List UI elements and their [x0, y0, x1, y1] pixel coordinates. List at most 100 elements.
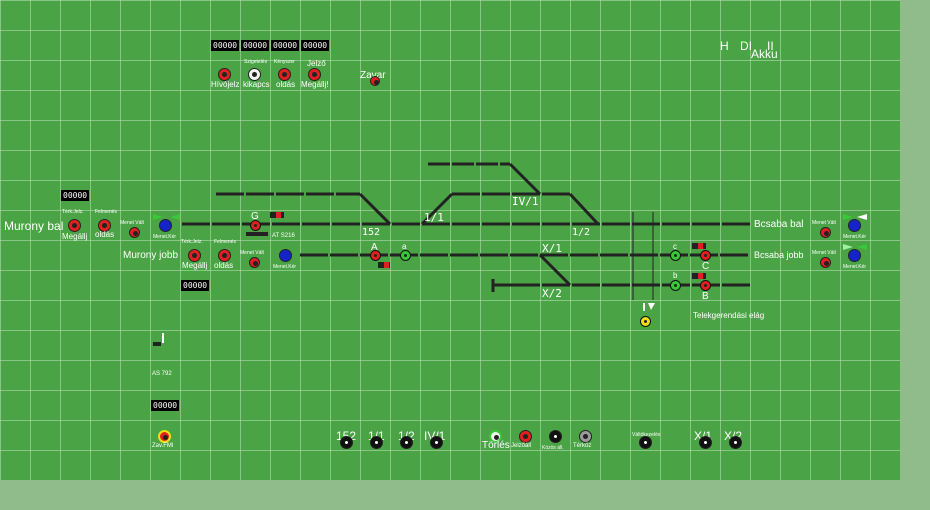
- status-dl: DI: [740, 39, 752, 53]
- signal-a-lamp: [370, 250, 381, 261]
- menetir-r1: Menet.Kér: [843, 234, 867, 240]
- menet-vall-r1: Menet Vált: [812, 220, 836, 226]
- status-h: H: [720, 39, 729, 53]
- bottom-x2-button[interactable]: [729, 436, 742, 449]
- menet-vall-r2: Menet Vált: [812, 250, 836, 256]
- track-152-label: 152: [362, 227, 381, 238]
- counter-left-upper: 00000: [61, 190, 90, 201]
- counter-2: 00000: [241, 40, 270, 51]
- counter-left-bottom: 00000: [151, 400, 180, 411]
- kikapcs-label: kikapcs: [243, 80, 270, 89]
- murony-bal-megallj-button[interactable]: [68, 219, 81, 232]
- bottom-12-button[interactable]: [400, 436, 413, 449]
- murony-bal-label: Murony bal: [4, 219, 64, 233]
- zav-fmi-label: Zav.FMI: [152, 443, 174, 449]
- kikapcs-small: Szigetelés: [244, 59, 268, 65]
- jelzoall-button[interactable]: [519, 430, 532, 443]
- torles-button[interactable]: [489, 430, 502, 443]
- track-x2-label: X/2: [542, 287, 562, 300]
- torles-label: Törlés: [482, 440, 510, 451]
- signal-b-lamp: [700, 280, 711, 291]
- murony-bal-menet-button[interactable]: [129, 227, 140, 238]
- bottom-iv1-button[interactable]: [430, 436, 443, 449]
- megallj-small: Jelző: [307, 59, 326, 68]
- murony-jobb-oldas-button[interactable]: [218, 249, 231, 262]
- oldas-button[interactable]: [278, 68, 291, 81]
- bcsaba-jobb-menet-button[interactable]: [820, 257, 831, 268]
- megallj-button[interactable]: [308, 68, 321, 81]
- menetir-2: Menet.Kér: [273, 264, 297, 270]
- terk-jelz-2: Térk.Jelz.: [181, 239, 203, 245]
- signal-b-label: B: [702, 291, 709, 302]
- megallj-label: Megállj!: [301, 80, 329, 89]
- hivojelz-label: Hívójelz: [211, 80, 240, 89]
- murony-jobb-megallj-button[interactable]: [188, 249, 201, 262]
- murony-jobb-label: Murony jobb: [123, 250, 179, 261]
- murony-bal-oldas-button[interactable]: [98, 219, 111, 232]
- menet-vall-2: Menet Vált: [240, 250, 264, 256]
- felmentes-1: Felmenés: [95, 209, 117, 215]
- signal-a-small-lamp: [400, 250, 411, 261]
- jelzoall-label: Jelzőáll: [511, 443, 532, 449]
- bcsaba-bal-label: Bcsaba bal: [754, 219, 804, 230]
- terkoz-label: Térköz: [573, 443, 592, 449]
- signal-a-label: A: [371, 242, 378, 253]
- signal-b-small-lamp: [670, 280, 681, 291]
- terkoz-button[interactable]: [579, 430, 592, 443]
- bcsaba-jobb-direction[interactable]: [848, 249, 861, 262]
- telekgerendasi-label: Telekgerendási elág: [693, 311, 765, 320]
- signal-g-label: G: [251, 211, 259, 222]
- vallokezeles-button[interactable]: [639, 436, 652, 449]
- signal-a-small-label: a: [402, 242, 407, 251]
- status-ll: II: [767, 39, 774, 53]
- terk-jelz-1: Térk.Jelz.: [62, 209, 84, 215]
- bottom-11-button[interactable]: [370, 436, 383, 449]
- bcsaba-bal-menet-button[interactable]: [820, 227, 831, 238]
- signal-c-small-lamp: [670, 250, 681, 261]
- hivojelz-button[interactable]: [218, 68, 231, 81]
- kozos-label: Közös áll.: [542, 445, 564, 451]
- felmentes-2: Felmenés: [214, 239, 236, 245]
- menetir-r2: Menet.Kér: [843, 264, 867, 270]
- bottom-x1-button[interactable]: [699, 436, 712, 449]
- kozos-button[interactable]: [549, 430, 562, 443]
- telek-signal-lamp: [640, 316, 651, 327]
- signal-c-label: C: [702, 261, 710, 272]
- murony-bal-direction[interactable]: [159, 219, 172, 232]
- bottom-152-button[interactable]: [340, 436, 353, 449]
- megallj-label-1: Megállj: [62, 232, 88, 241]
- signal-c-small-label: c: [673, 242, 677, 251]
- vallokezeles-label: Váltókezelés: [632, 432, 661, 438]
- zav-fmi-button[interactable]: [158, 430, 171, 443]
- oldas-label-2: oldás: [214, 261, 234, 270]
- signal-c-lamp: [700, 250, 711, 261]
- track-12-label: 1/2: [572, 227, 591, 238]
- bcsaba-bal-direction[interactable]: [848, 219, 861, 232]
- counter-left-lower: 00000: [181, 280, 210, 291]
- oldas-label-1: oldás: [95, 230, 115, 239]
- counter-1: 00000: [211, 40, 240, 51]
- track-diagram: [153, 162, 867, 346]
- zavar-indicator: [370, 76, 380, 86]
- station-panel: 00000 00000 00000 00000 Hívójelz Szigete…: [0, 0, 900, 480]
- kikapcs-button[interactable]: [248, 68, 261, 81]
- status-akku: Akku: [751, 47, 778, 61]
- zavar-label: Zavar: [360, 71, 386, 81]
- counter-4: 00000: [301, 40, 330, 51]
- as792-label: AS 792: [152, 371, 172, 377]
- counter-3: 00000: [271, 40, 300, 51]
- murony-jobb-menet-button[interactable]: [249, 257, 260, 268]
- murony-jobb-direction[interactable]: [279, 249, 292, 262]
- menet-vall-1: Menet Vált: [120, 220, 144, 226]
- track-11-label: 1/1: [424, 211, 444, 224]
- bcsaba-jobb-label: Bcsaba jobb: [754, 250, 804, 260]
- signal-b-small-label: b: [673, 271, 678, 280]
- oldas-label: oldás: [276, 80, 296, 89]
- oldas-small: Kényszer: [274, 59, 295, 65]
- track-iv1-label: IV/1: [512, 195, 539, 208]
- at-label: AT S216: [272, 233, 295, 239]
- track-x1-label: X/1: [542, 242, 562, 255]
- signal-g-lamp: [250, 220, 261, 231]
- menetir-1: Menet.Kér: [153, 234, 177, 240]
- megallj-label-2: Megállj: [182, 261, 208, 270]
